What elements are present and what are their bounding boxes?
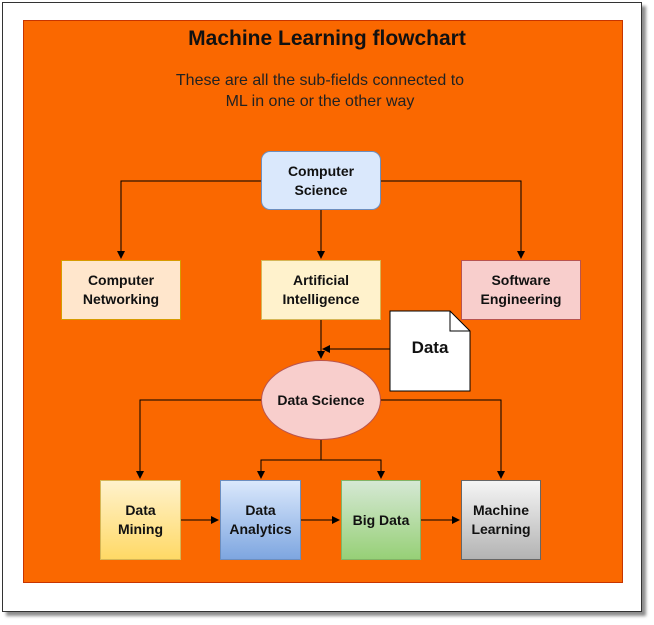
diagram-subtitle: These are all the sub-fields connected t… [20, 70, 620, 112]
machine-learning-node: Machine Learning [461, 480, 541, 560]
data-document-shape [389, 310, 471, 392]
computer-networking-node: Computer Networking [61, 260, 181, 320]
subtitle-line-2: ML in one or the other way [225, 93, 415, 110]
data-mining-node: Data Mining [100, 480, 181, 560]
data-analytics-node: Data Analytics [220, 480, 301, 560]
diagram-title: Machine Learning flowchart [188, 27, 466, 50]
edge-ds-ml [381, 399, 505, 479]
edge-cs-networking [117, 180, 261, 259]
subtitle-line-1: These are all the sub-fields connected t… [175, 72, 465, 89]
software-engineering-node: Software Engineering [461, 260, 581, 320]
computer-science-node: Computer Science [261, 151, 381, 210]
edge-ds-mining [136, 399, 261, 479]
data-science-node: Data Science [261, 360, 381, 440]
edge-ds-analytics [257, 440, 322, 479]
artificial-intelligence-node: Artificial Intelligence [261, 260, 381, 320]
data-document-label: Data [411, 338, 449, 357]
edge-ds-bigdata [321, 459, 385, 479]
big-data-node: Big Data [341, 480, 421, 560]
edge-cs-software [381, 180, 525, 259]
